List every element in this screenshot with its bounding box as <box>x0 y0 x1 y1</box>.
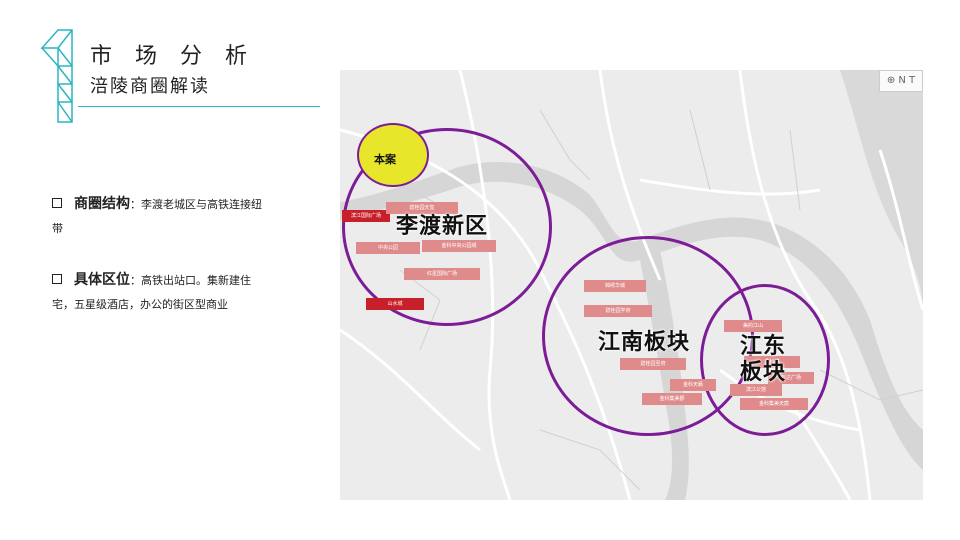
ring-lidu <box>342 128 552 326</box>
logo-icon <box>40 29 73 123</box>
poi-label[interactable]: 金科集美郡 <box>642 393 702 405</box>
page-title: 市 场 分 析 <box>90 44 255 69</box>
map-toolbar[interactable]: ⊕ N T <box>879 70 923 92</box>
bullet-head: 商圈结构 <box>74 196 130 212</box>
ring-jiangdong <box>700 284 830 436</box>
bullet-structure: 商圈结构：李渡老城区与高铁连接纽带 <box>52 192 272 241</box>
poi-label[interactable]: 碧桂园学府 <box>584 305 652 317</box>
poi-label[interactable]: 碧桂园天玺 <box>386 202 458 214</box>
poi-label[interactable]: 金科中央公园城 <box>422 240 496 252</box>
bullet-sep: ： <box>130 274 141 287</box>
bullet-location: 具体区位：高铁出站口。集新建住宅，五星级酒店，办公的街区型商业 <box>52 268 272 317</box>
zone-label-lidu: 李渡新区 <box>396 214 489 239</box>
poi-label[interactable]: 美的江山 <box>724 320 782 332</box>
checkbox-icon <box>52 198 62 208</box>
bullet-head: 具体区位 <box>74 272 130 288</box>
zone-label-jiangnan: 江南板块 <box>598 330 691 355</box>
poi-label[interactable]: 滨江公馆 <box>730 384 782 396</box>
poi-label[interactable]: 红星国际广场 <box>404 268 480 280</box>
poi-label[interactable]: 金科城 <box>744 356 800 368</box>
poi-label[interactable]: 万达广场 <box>768 372 814 384</box>
poi-label[interactable]: 金科集美天宸 <box>740 398 808 410</box>
bullet-text: 高铁出站口。集新建住宅，五星级酒店，办公的街区型商业 <box>52 274 251 311</box>
title-divider <box>78 106 320 107</box>
page-subtitle: 涪陵商圈解读 <box>90 76 210 97</box>
project-label: 本案 <box>374 153 396 166</box>
poi-label[interactable]: 锦绣华城 <box>584 280 646 292</box>
checkbox-icon <box>52 274 62 284</box>
zone-label-jiangdong: 江东 板块 <box>740 334 787 385</box>
poi-label[interactable]: 中央公园 <box>356 242 420 254</box>
bullet-text: 李渡老城区与高铁连接纽带 <box>52 198 262 235</box>
project-marker[interactable] <box>357 123 429 187</box>
poi-label[interactable]: 滨江国际广场 <box>342 210 390 222</box>
poi-label[interactable]: 金科天籁 <box>670 379 716 391</box>
poi-label[interactable]: 碧桂园至府 <box>620 358 686 370</box>
bullet-sep: ： <box>130 198 141 211</box>
poi-label[interactable]: 山水城 <box>366 298 424 310</box>
